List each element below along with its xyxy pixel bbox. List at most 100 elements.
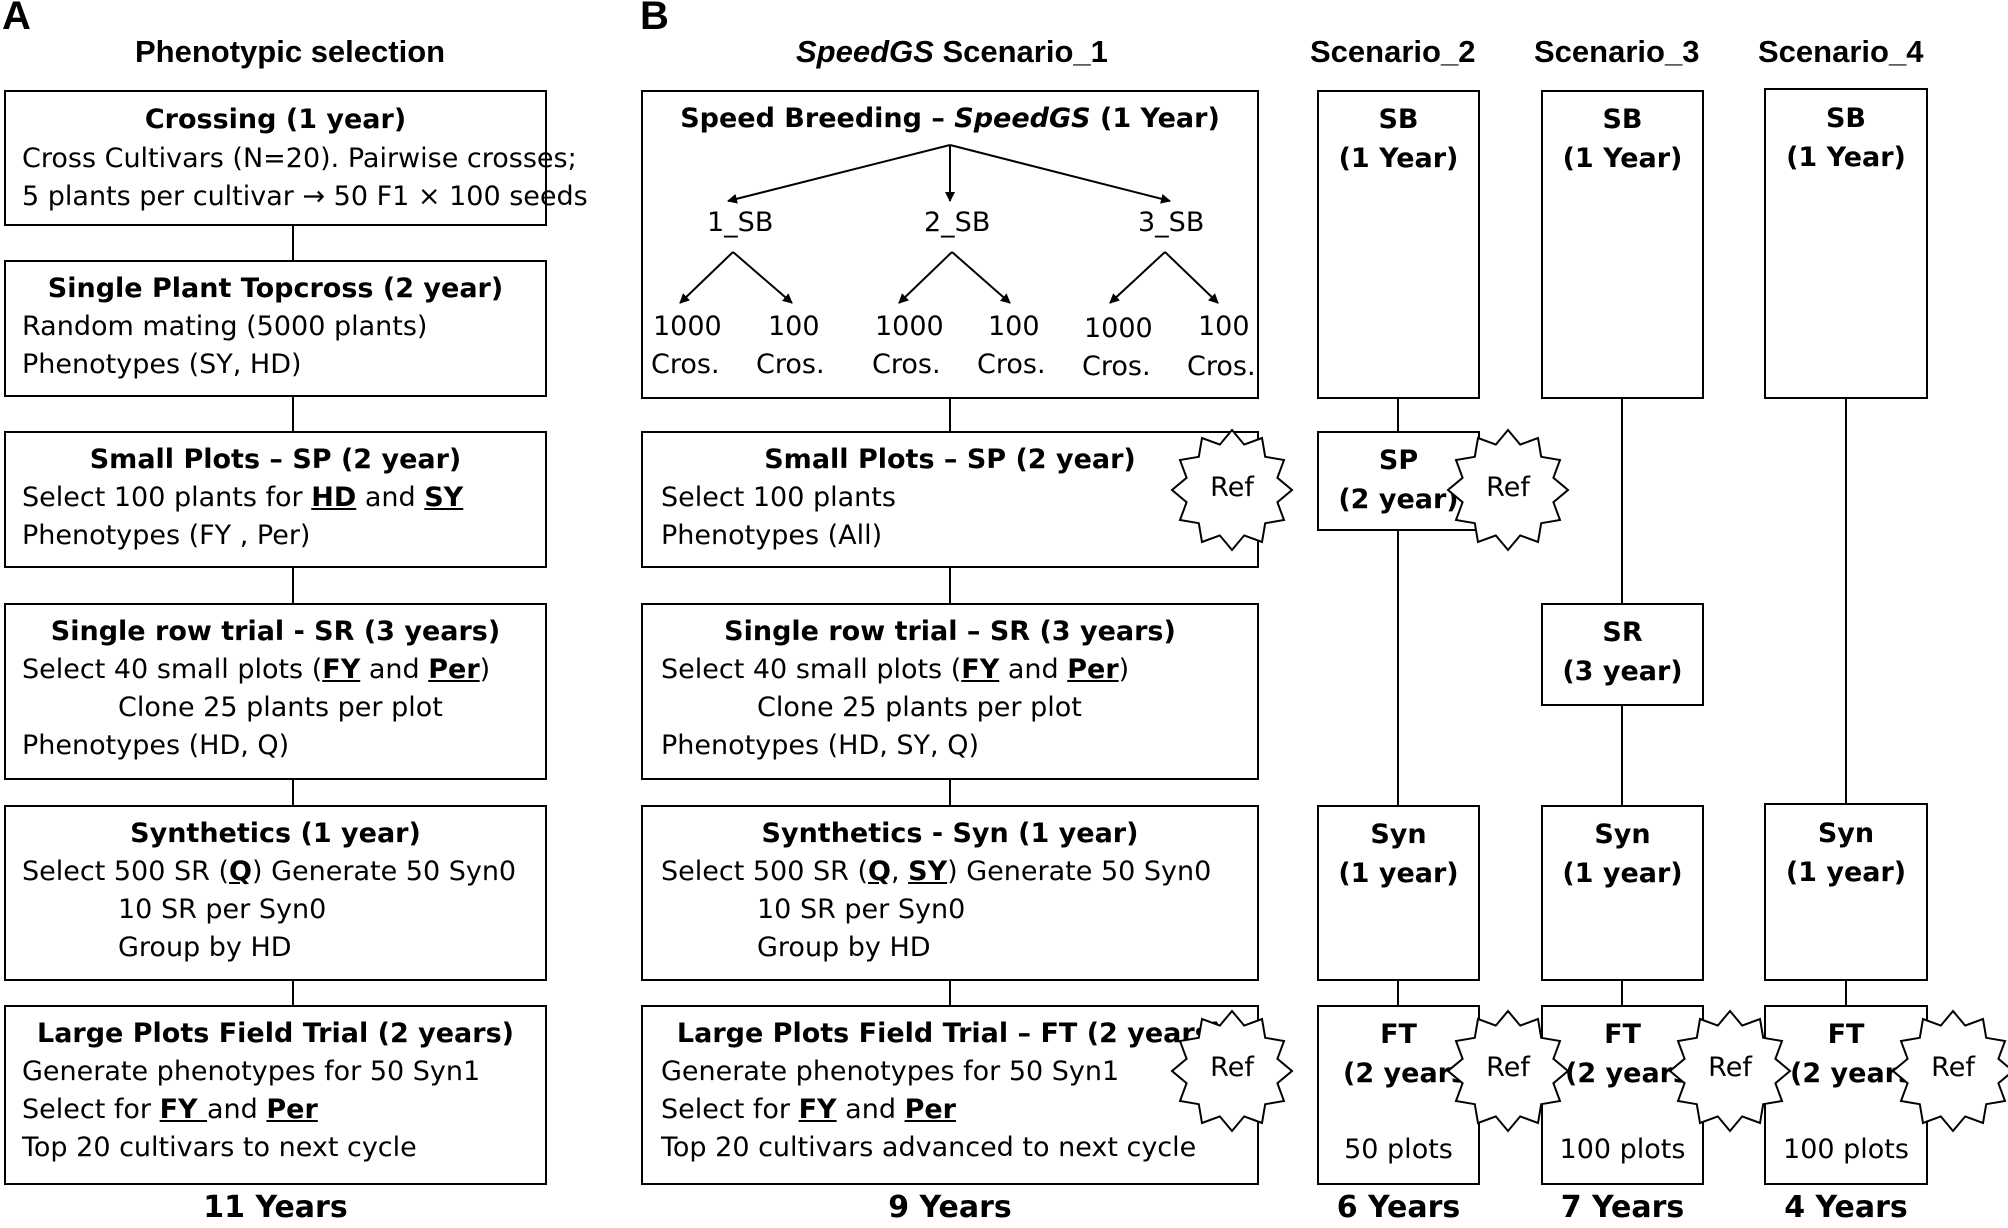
box-title: Small Plots – SP (2 year) xyxy=(764,444,1136,475)
box-line: Clone 25 plants per plot xyxy=(757,692,1082,723)
text: and xyxy=(356,482,425,513)
years-col-b: 9 Years xyxy=(888,1190,1012,1225)
box-s4-sb: SB (1 Year) xyxy=(1764,88,1928,399)
box-s2-ft: FT (2 years) 50 plots xyxy=(1317,1005,1480,1185)
box-s4-syn: Syn (1 year) xyxy=(1764,803,1928,981)
years-scenario-4: 4 Years xyxy=(1784,1190,1908,1225)
years-scenario-2: 6 Years xyxy=(1336,1190,1461,1225)
text: ) Generate 50 Syn0 xyxy=(947,856,1212,887)
box-line: Phenotypes (HD, Q) xyxy=(22,730,290,761)
box-line: (3 year) xyxy=(1562,656,1683,687)
box-line: (2 years) xyxy=(1565,1058,1702,1089)
text: ) xyxy=(479,654,491,685)
text: Select 100 plants for xyxy=(22,482,312,513)
text: and xyxy=(836,1094,905,1125)
panel-label-b: B xyxy=(640,0,669,38)
box-line: (1 year) xyxy=(1338,858,1459,889)
box-a-synthetics: Synthetics (1 year) Select 500 SR (Q) Ge… xyxy=(4,805,547,981)
header-scenario-4: Scenario_4 xyxy=(1758,34,1924,69)
leaf-cros: Cros. xyxy=(872,349,941,380)
plots-count: 50 plots xyxy=(1344,1134,1453,1165)
trait-per: Per xyxy=(428,654,480,685)
box-title: Syn xyxy=(1817,818,1875,849)
ref-badge: Ref xyxy=(1210,472,1254,503)
box-title: SB xyxy=(1378,104,1419,135)
text: and xyxy=(999,654,1068,685)
box-title: Syn xyxy=(1370,819,1427,850)
box-a-crossing: Crossing (1 year) Cross Cultivars (N=20)… xyxy=(4,90,588,226)
header-scenario-1: SpeedGS Scenario_1 xyxy=(796,34,1108,70)
trait-hd: HD xyxy=(311,482,357,513)
leaf-cros: Cros. xyxy=(1082,351,1151,382)
box-line: (2 years) xyxy=(1343,1058,1480,1089)
header-phenotypic-selection: Phenotypic selection xyxy=(135,34,446,69)
box-line: Top 20 cultivars advanced to next cycle xyxy=(661,1132,1197,1163)
box-title: SP xyxy=(1378,445,1419,476)
node-1-sb: 1_SB xyxy=(707,207,774,238)
trait-per: Per xyxy=(904,1094,956,1125)
box-line: (1 Year) xyxy=(1338,143,1459,174)
box-title: Synthetics - Syn (1 year) xyxy=(761,818,1139,849)
box-line: 10 SR per Syn0 xyxy=(757,894,966,925)
trait-q: Q xyxy=(229,856,252,887)
box-b-single-row: Single row trial – SR (3 years) Select 4… xyxy=(641,603,1259,780)
box-line: Generate phenotypes for 50 Syn1 xyxy=(22,1056,481,1087)
leaf-100: 100 xyxy=(1198,311,1250,342)
text: Select 500 SR ( xyxy=(22,856,230,887)
box-s3-sr: SR (3 year) xyxy=(1541,603,1704,706)
header-scenario-3: Scenario_3 xyxy=(1534,34,1700,69)
years-col-a: 11 Years xyxy=(203,1190,348,1225)
box-s3-syn: Syn (1 year) xyxy=(1541,805,1704,981)
box-a-large-plots: Large Plots Field Trial (2 years) Genera… xyxy=(4,1005,547,1185)
box-line: Select for FY and Per xyxy=(661,1091,956,1129)
leaf-cros: Cros. xyxy=(651,349,720,380)
ref-badge: Ref xyxy=(1210,1052,1254,1083)
text: and xyxy=(207,1094,267,1125)
leaf-cros: Cros. xyxy=(1187,351,1256,382)
box-line: (2 year) xyxy=(1338,484,1459,515)
trait-fy: FY xyxy=(798,1094,837,1125)
box-s3-sb: SB (1 Year) xyxy=(1541,90,1704,399)
box-line: Clone 25 plants per plot xyxy=(118,692,443,723)
box-a-single-row: Single row trial - SR (3 years) Select 4… xyxy=(4,603,547,780)
leaf-100: 100 xyxy=(988,311,1040,342)
box-line: (1 Year) xyxy=(1786,142,1906,173)
box-title: Single Plant Topcross (2 year) xyxy=(47,273,504,304)
box-s2-sp: SP (2 year) xyxy=(1317,431,1480,531)
header-speedgs: SpeedGS xyxy=(796,34,934,69)
box-line: 5 plants per cultivar → 50 F1 × 100 seed… xyxy=(22,181,588,212)
text: Select 500 SR ( xyxy=(661,856,869,887)
box-line: Select 500 SR (Q) Generate 50 Syn0 xyxy=(22,853,516,891)
text: SpeedGS xyxy=(954,103,1091,134)
box-line: Group by HD xyxy=(757,932,931,963)
box-title: Small Plots – SP (2 year) xyxy=(89,444,462,475)
ref-badge: Ref xyxy=(1486,1052,1530,1083)
box-line: (1 year) xyxy=(1785,857,1907,888)
years-scenario-3: 7 Years xyxy=(1560,1190,1685,1225)
leaf-100: 100 xyxy=(768,311,820,342)
box-s2-syn: Syn (1 year) xyxy=(1317,805,1480,981)
box-line: Top 20 cultivars to next cycle xyxy=(22,1132,417,1163)
box-b-speed-breeding: Speed Breeding – SpeedGS (1 Year) 1_SB 2… xyxy=(641,90,1259,399)
box-title: SB xyxy=(1602,104,1643,135)
box-title: Syn xyxy=(1594,819,1651,850)
trait-per: Per xyxy=(1067,654,1119,685)
header-scenario-1-text: Scenario_1 xyxy=(933,34,1108,69)
box-line: Select 40 small plots (FY and Per) xyxy=(661,651,1129,689)
box-title: FT xyxy=(1604,1019,1641,1050)
text: ) Generate 50 Syn0 xyxy=(251,856,517,887)
box-title: SB xyxy=(1825,103,1867,134)
box-line: Select 100 plants for HD and SY xyxy=(22,479,463,517)
trait-sy: SY xyxy=(908,856,948,887)
trait-fy: FY xyxy=(961,654,1000,685)
box-line: (1 year) xyxy=(1562,858,1683,889)
box-line: Phenotypes (HD, SY, Q) xyxy=(661,730,979,761)
box-title: Large Plots Field Trial (2 years) xyxy=(36,1018,515,1049)
trait-fy: FY xyxy=(322,654,361,685)
trait-fy: FY xyxy=(159,1094,207,1125)
box-title: SR xyxy=(1602,617,1643,648)
box-title: Crossing (1 year) xyxy=(144,104,407,135)
box-b-large-plots: Large Plots Field Trial – FT (2 years) G… xyxy=(641,1005,1259,1185)
box-line: Cross Cultivars (N=20). Pairwise crosses… xyxy=(22,143,577,174)
box-line: Select 40 small plots (FY and Per) xyxy=(22,651,490,689)
